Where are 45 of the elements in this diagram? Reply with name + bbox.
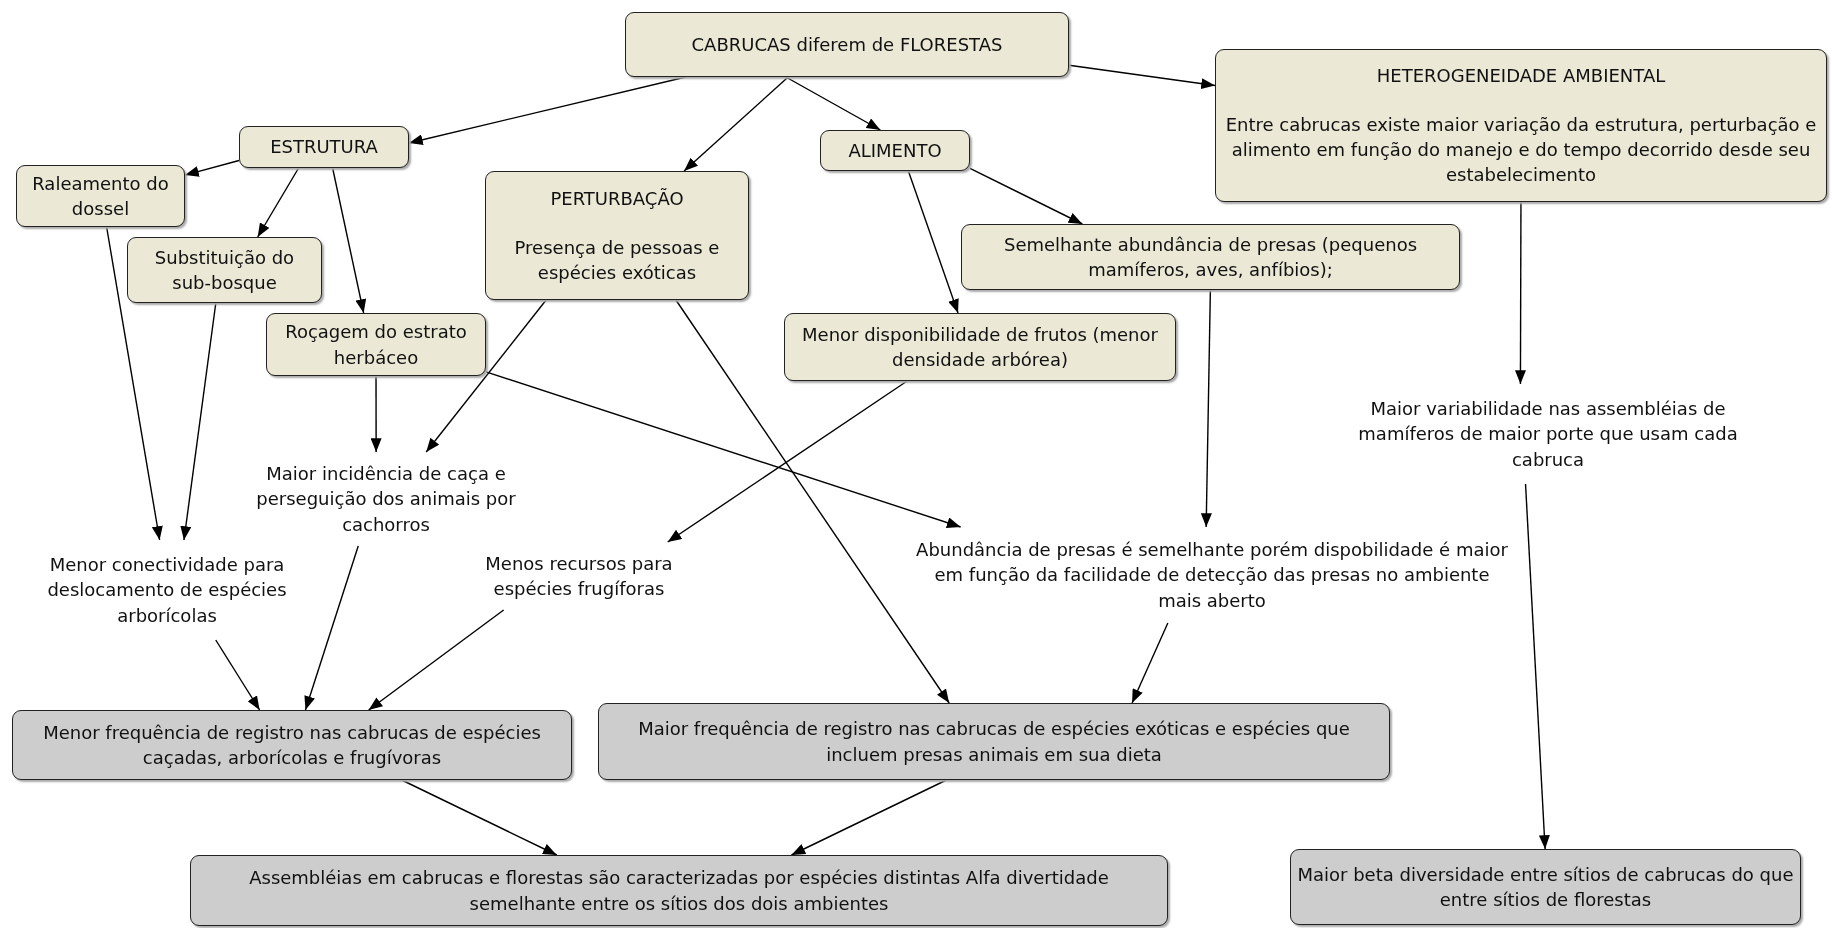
box-heading: PERTURBAÇÃO [550, 187, 684, 211]
arrow [180, 302, 217, 541]
arrow [256, 167, 300, 238]
arrow [408, 76, 687, 146]
concept-box [485, 171, 749, 300]
arrow [785, 76, 882, 131]
arrow [184, 159, 240, 177]
concept-box: Menor disponibilidade de frutos (menor densidade arbórea) [784, 313, 1176, 381]
concept-box [1215, 49, 1827, 202]
result-box: Maior frequência de registro nas cabrucas de espécies exóticas e espécies que incluem presas animais em sua dieta [598, 703, 1390, 780]
arrow [683, 76, 789, 172]
arrow [675, 299, 950, 704]
arrow [907, 170, 959, 314]
result-box: Maior beta diversidade entre sítios de cabrucas do que entre sítios de florestas [1290, 849, 1801, 925]
box-heading: HETEROGENEIDADE AMBIENTAL [1376, 64, 1666, 89]
arrow [425, 299, 547, 453]
result-box: Menor frequência de registro nas cabrucas de espécies caçadas, arborícolas e frugívoras [12, 710, 572, 780]
arrow [367, 609, 505, 711]
box-text: Presença de pessoas e espécies exóticas [513, 235, 721, 285]
concept-box: CABRUCAS diferem de FLORESTAS [625, 12, 1069, 77]
arrow [1131, 622, 1169, 704]
concept-text: Maior variabilidade nas assembléias de mamíferos de maior porte que usam cada cabruca [1318, 384, 1778, 484]
concept-box: ESTRUTURA [239, 126, 409, 168]
result-box: Assembléias em cabrucas e florestas são caracterizadas por espécies distintas Alfa divertidade semelhante entre os sítios dos dois ambientes [190, 855, 1168, 926]
concept-box: Substituição do sub-bosque [127, 237, 322, 303]
arrow [485, 371, 962, 528]
arrow [304, 545, 359, 711]
arrow [331, 167, 367, 314]
arrow [667, 380, 908, 543]
arrow [105, 226, 163, 541]
concept-box: Roçagem do estrato herbáceo [266, 313, 486, 376]
arrow [969, 167, 1084, 225]
box-text: Entre cabrucas existe maior variação da estrutura, perturbação e alimento em função do manejo e do tempo decorrido desde seu estabelecimento [1224, 113, 1818, 188]
arrow [1514, 201, 1526, 385]
arrow [370, 375, 382, 453]
concept-box: ALIMENTO [820, 130, 970, 171]
arrow [1068, 64, 1216, 90]
arrow [790, 779, 948, 856]
arrow [215, 639, 261, 711]
concept-text: Abundância de presas é semelhante porém dispobilidade é maior em função da facilidade de detecção das presas no ambiente mais aberto [912, 527, 1512, 623]
concept-box: Semelhante abundância de presas (pequenos mamíferos, aves, anfíbios); [961, 224, 1460, 290]
arrow [1200, 289, 1212, 528]
arrow [400, 779, 558, 856]
arrow [1524, 483, 1550, 850]
concept-box: Raleamento do dossel [16, 165, 185, 227]
